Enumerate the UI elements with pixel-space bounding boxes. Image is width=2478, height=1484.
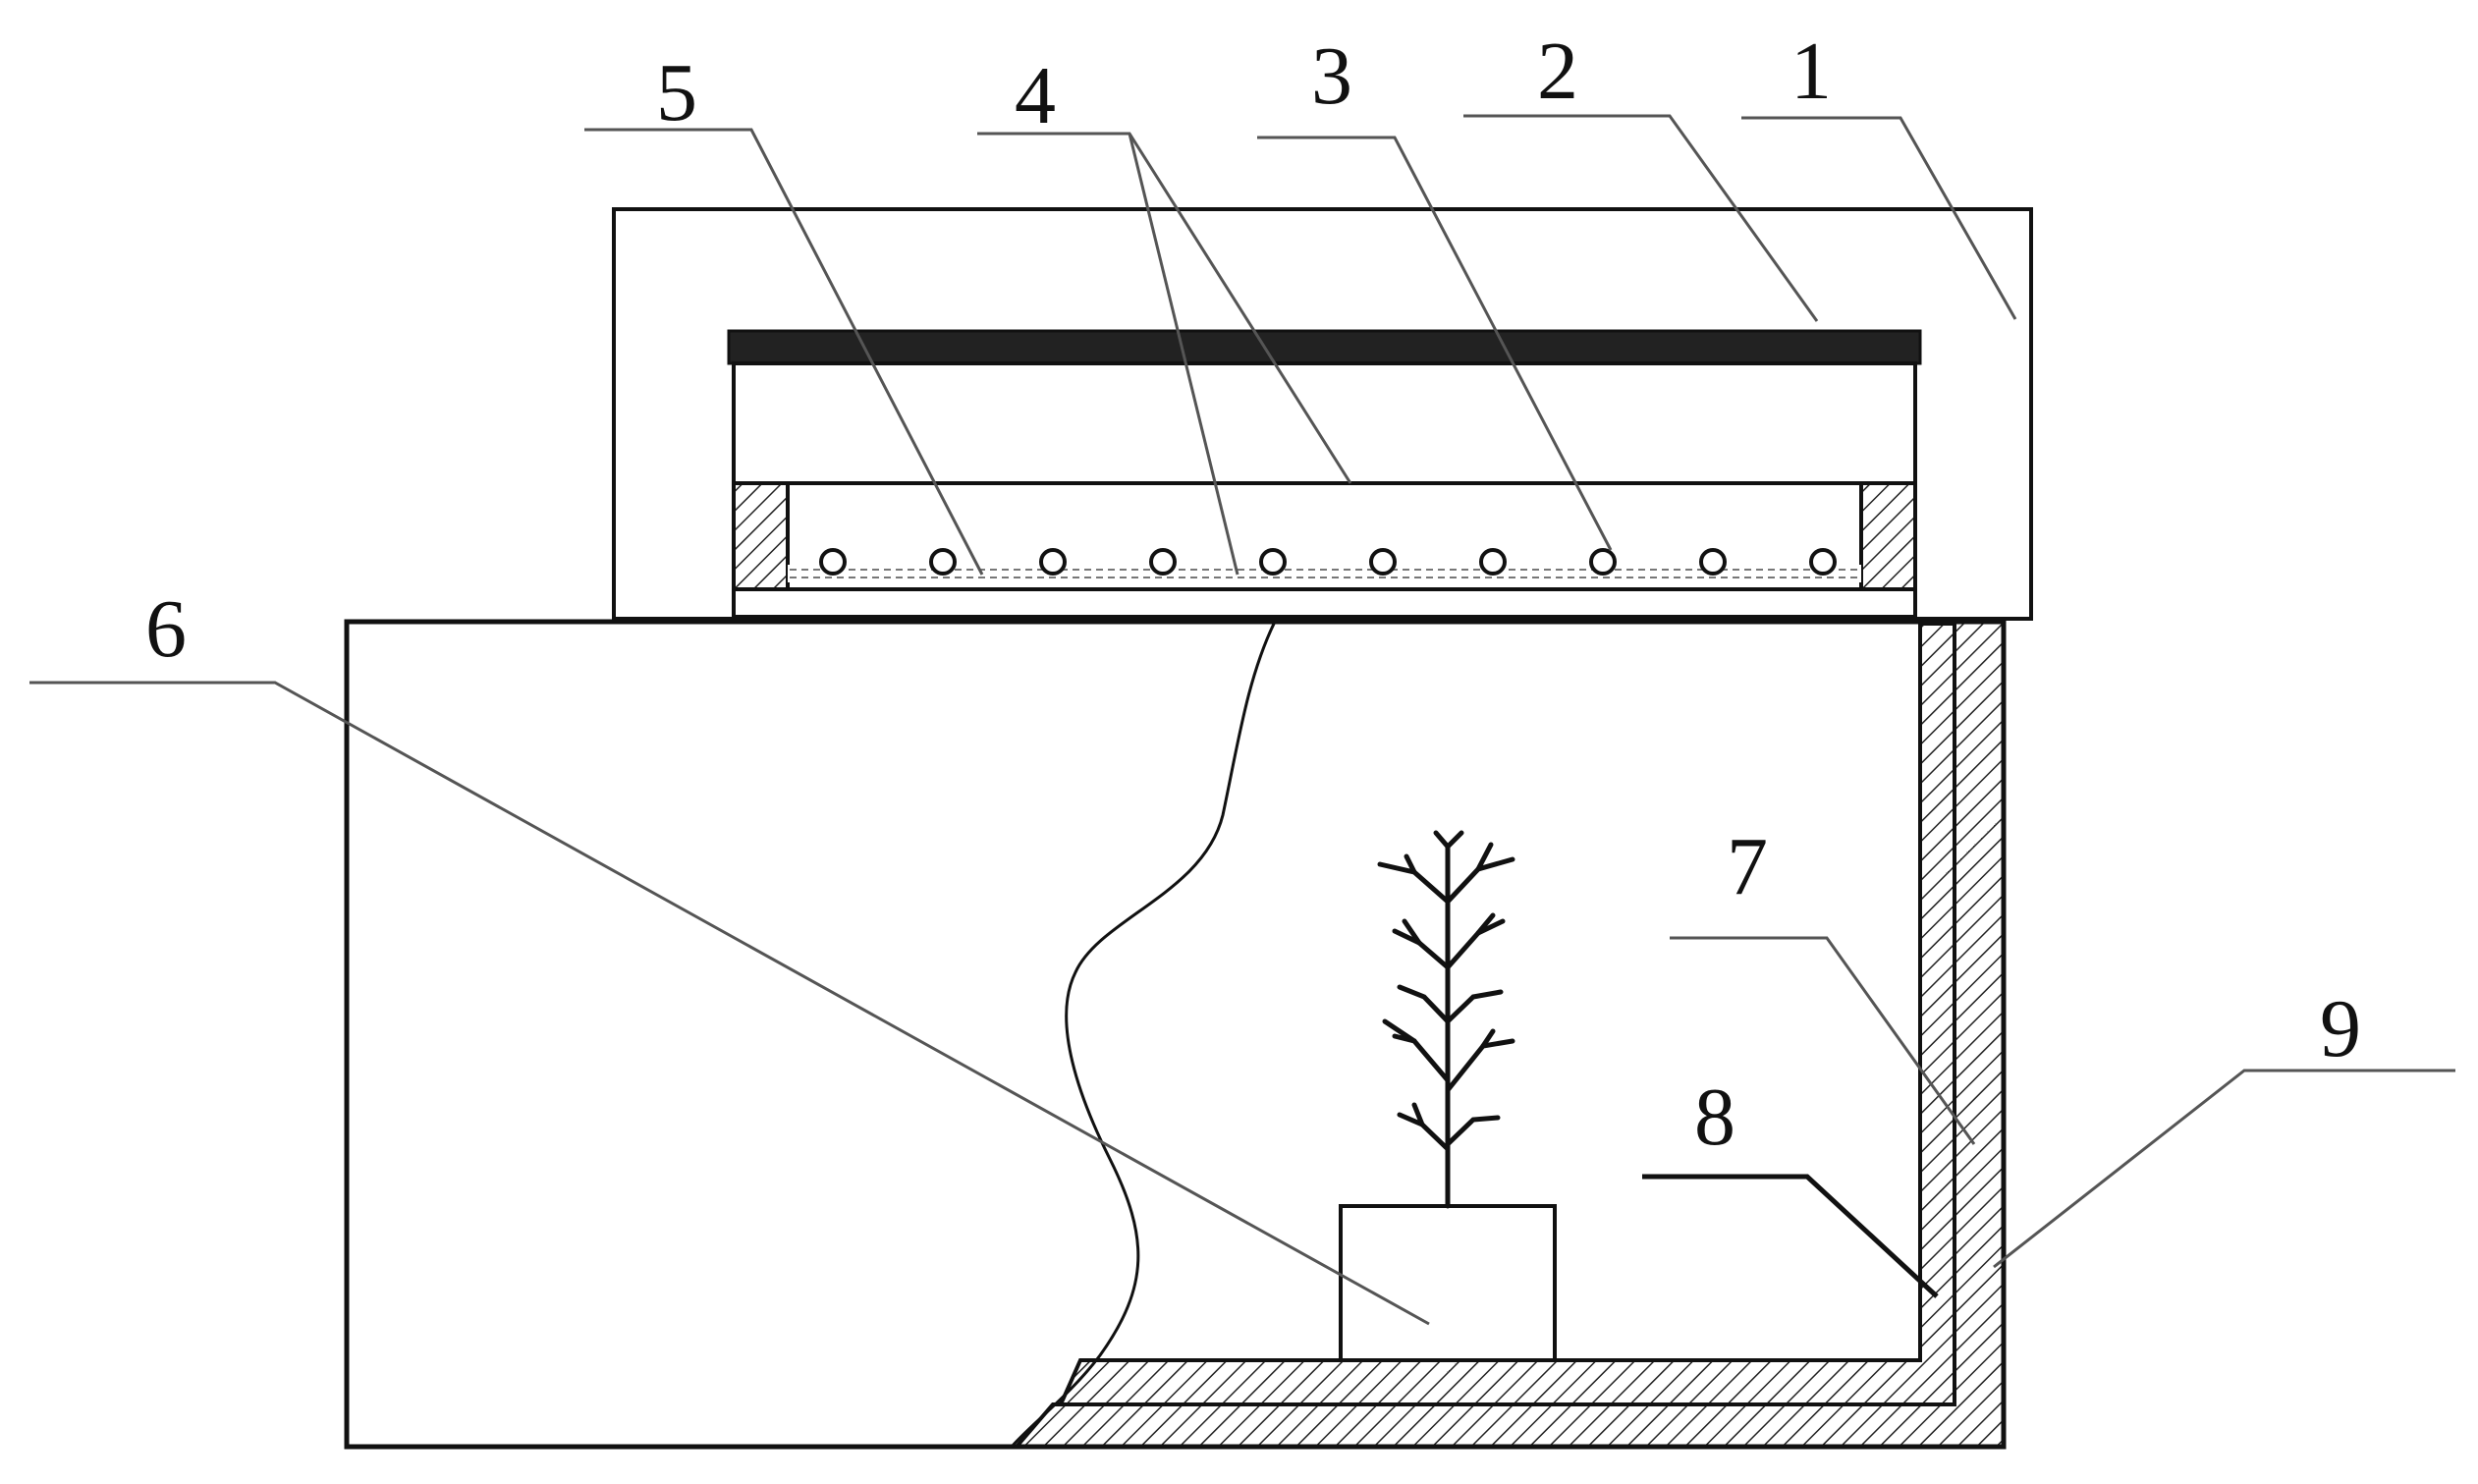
label-3: 3 bbox=[1311, 30, 1352, 122]
label-2: 2 bbox=[1537, 26, 1578, 117]
cutaway-line bbox=[1010, 621, 1277, 1448]
tube bbox=[819, 548, 847, 576]
label-8: 8 bbox=[1694, 1072, 1735, 1163]
label-1: 1 bbox=[1790, 26, 1832, 117]
tube-row bbox=[819, 548, 1837, 576]
label-5: 5 bbox=[656, 47, 697, 138]
tube bbox=[1479, 548, 1507, 576]
label-9: 9 bbox=[2320, 983, 2361, 1074]
right-side-block bbox=[1859, 481, 1917, 591]
leader-2 bbox=[1463, 114, 1819, 322]
top-plate bbox=[727, 329, 1922, 365]
tube bbox=[1149, 548, 1177, 576]
tube bbox=[1699, 548, 1727, 576]
plant bbox=[1377, 830, 1515, 1209]
tube bbox=[929, 548, 957, 576]
leader-4b bbox=[1128, 133, 1239, 576]
tube bbox=[1809, 548, 1837, 576]
leader-6 bbox=[29, 681, 1430, 1326]
leader-lines bbox=[29, 114, 2455, 1326]
plant-pot bbox=[1339, 1204, 1557, 1362]
leader-3 bbox=[1257, 136, 1613, 551]
label-7: 7 bbox=[1727, 821, 1768, 912]
tube bbox=[1259, 548, 1287, 576]
leader-9 bbox=[1993, 1069, 2455, 1269]
label-4: 4 bbox=[1015, 50, 1056, 141]
tube bbox=[1039, 548, 1067, 576]
upper-housing bbox=[612, 207, 2033, 621]
tube bbox=[1589, 548, 1617, 576]
leader-7 bbox=[1670, 936, 1976, 1145]
chamber-outline bbox=[344, 619, 2007, 1450]
leader-8 bbox=[1642, 1174, 1939, 1298]
label-6: 6 bbox=[145, 583, 187, 675]
leader-5 bbox=[584, 128, 984, 576]
tube bbox=[1369, 548, 1397, 576]
leader-1 bbox=[1741, 116, 2017, 320]
left-side-block bbox=[732, 481, 790, 591]
